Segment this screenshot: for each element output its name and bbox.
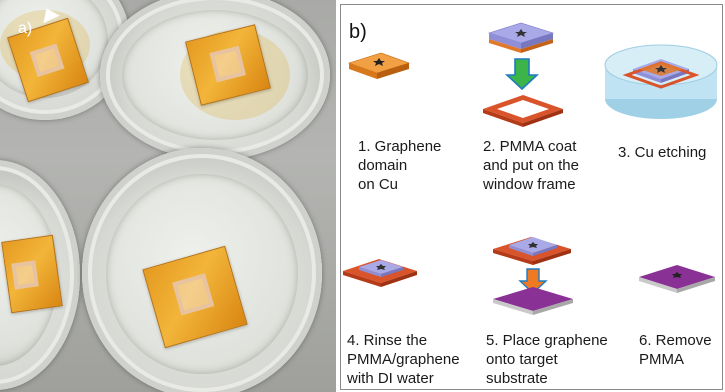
step-2-text: 2. PMMA coat and put on the window frame: [483, 138, 579, 193]
petri-dish-bottom-right: [82, 148, 322, 392]
kapton-tape-sample: [1, 234, 63, 314]
step-6-text: 6. Remove PMMA: [639, 332, 712, 368]
step-5-graphic: [493, 237, 573, 315]
panel-a-label: a): [18, 20, 33, 37]
schematic-panel: b) 1. Graphene domain on Cu 2. PMMA coat…: [340, 4, 723, 390]
step-4-text: 4. Rinse the PMMA/graphene with DI water: [347, 332, 460, 387]
panel-b-label: b): [349, 21, 367, 43]
photo-panel: a): [0, 0, 336, 392]
step-6-graphic: [639, 265, 715, 293]
step-3-text: 3. Cu etching: [618, 144, 707, 161]
step-1-graphic: [348, 52, 410, 79]
step-2-graphic: [483, 22, 563, 127]
petri-dish-top-right: [100, 0, 330, 160]
petri-dish-bottom-left: [0, 160, 80, 390]
step-1-text: 1. Graphene domain on Cu: [358, 138, 442, 193]
step-4-graphic: [343, 259, 417, 287]
step-3-graphic: [604, 44, 718, 119]
step-5-text: 5. Place graphene onto target substrate: [486, 332, 608, 387]
